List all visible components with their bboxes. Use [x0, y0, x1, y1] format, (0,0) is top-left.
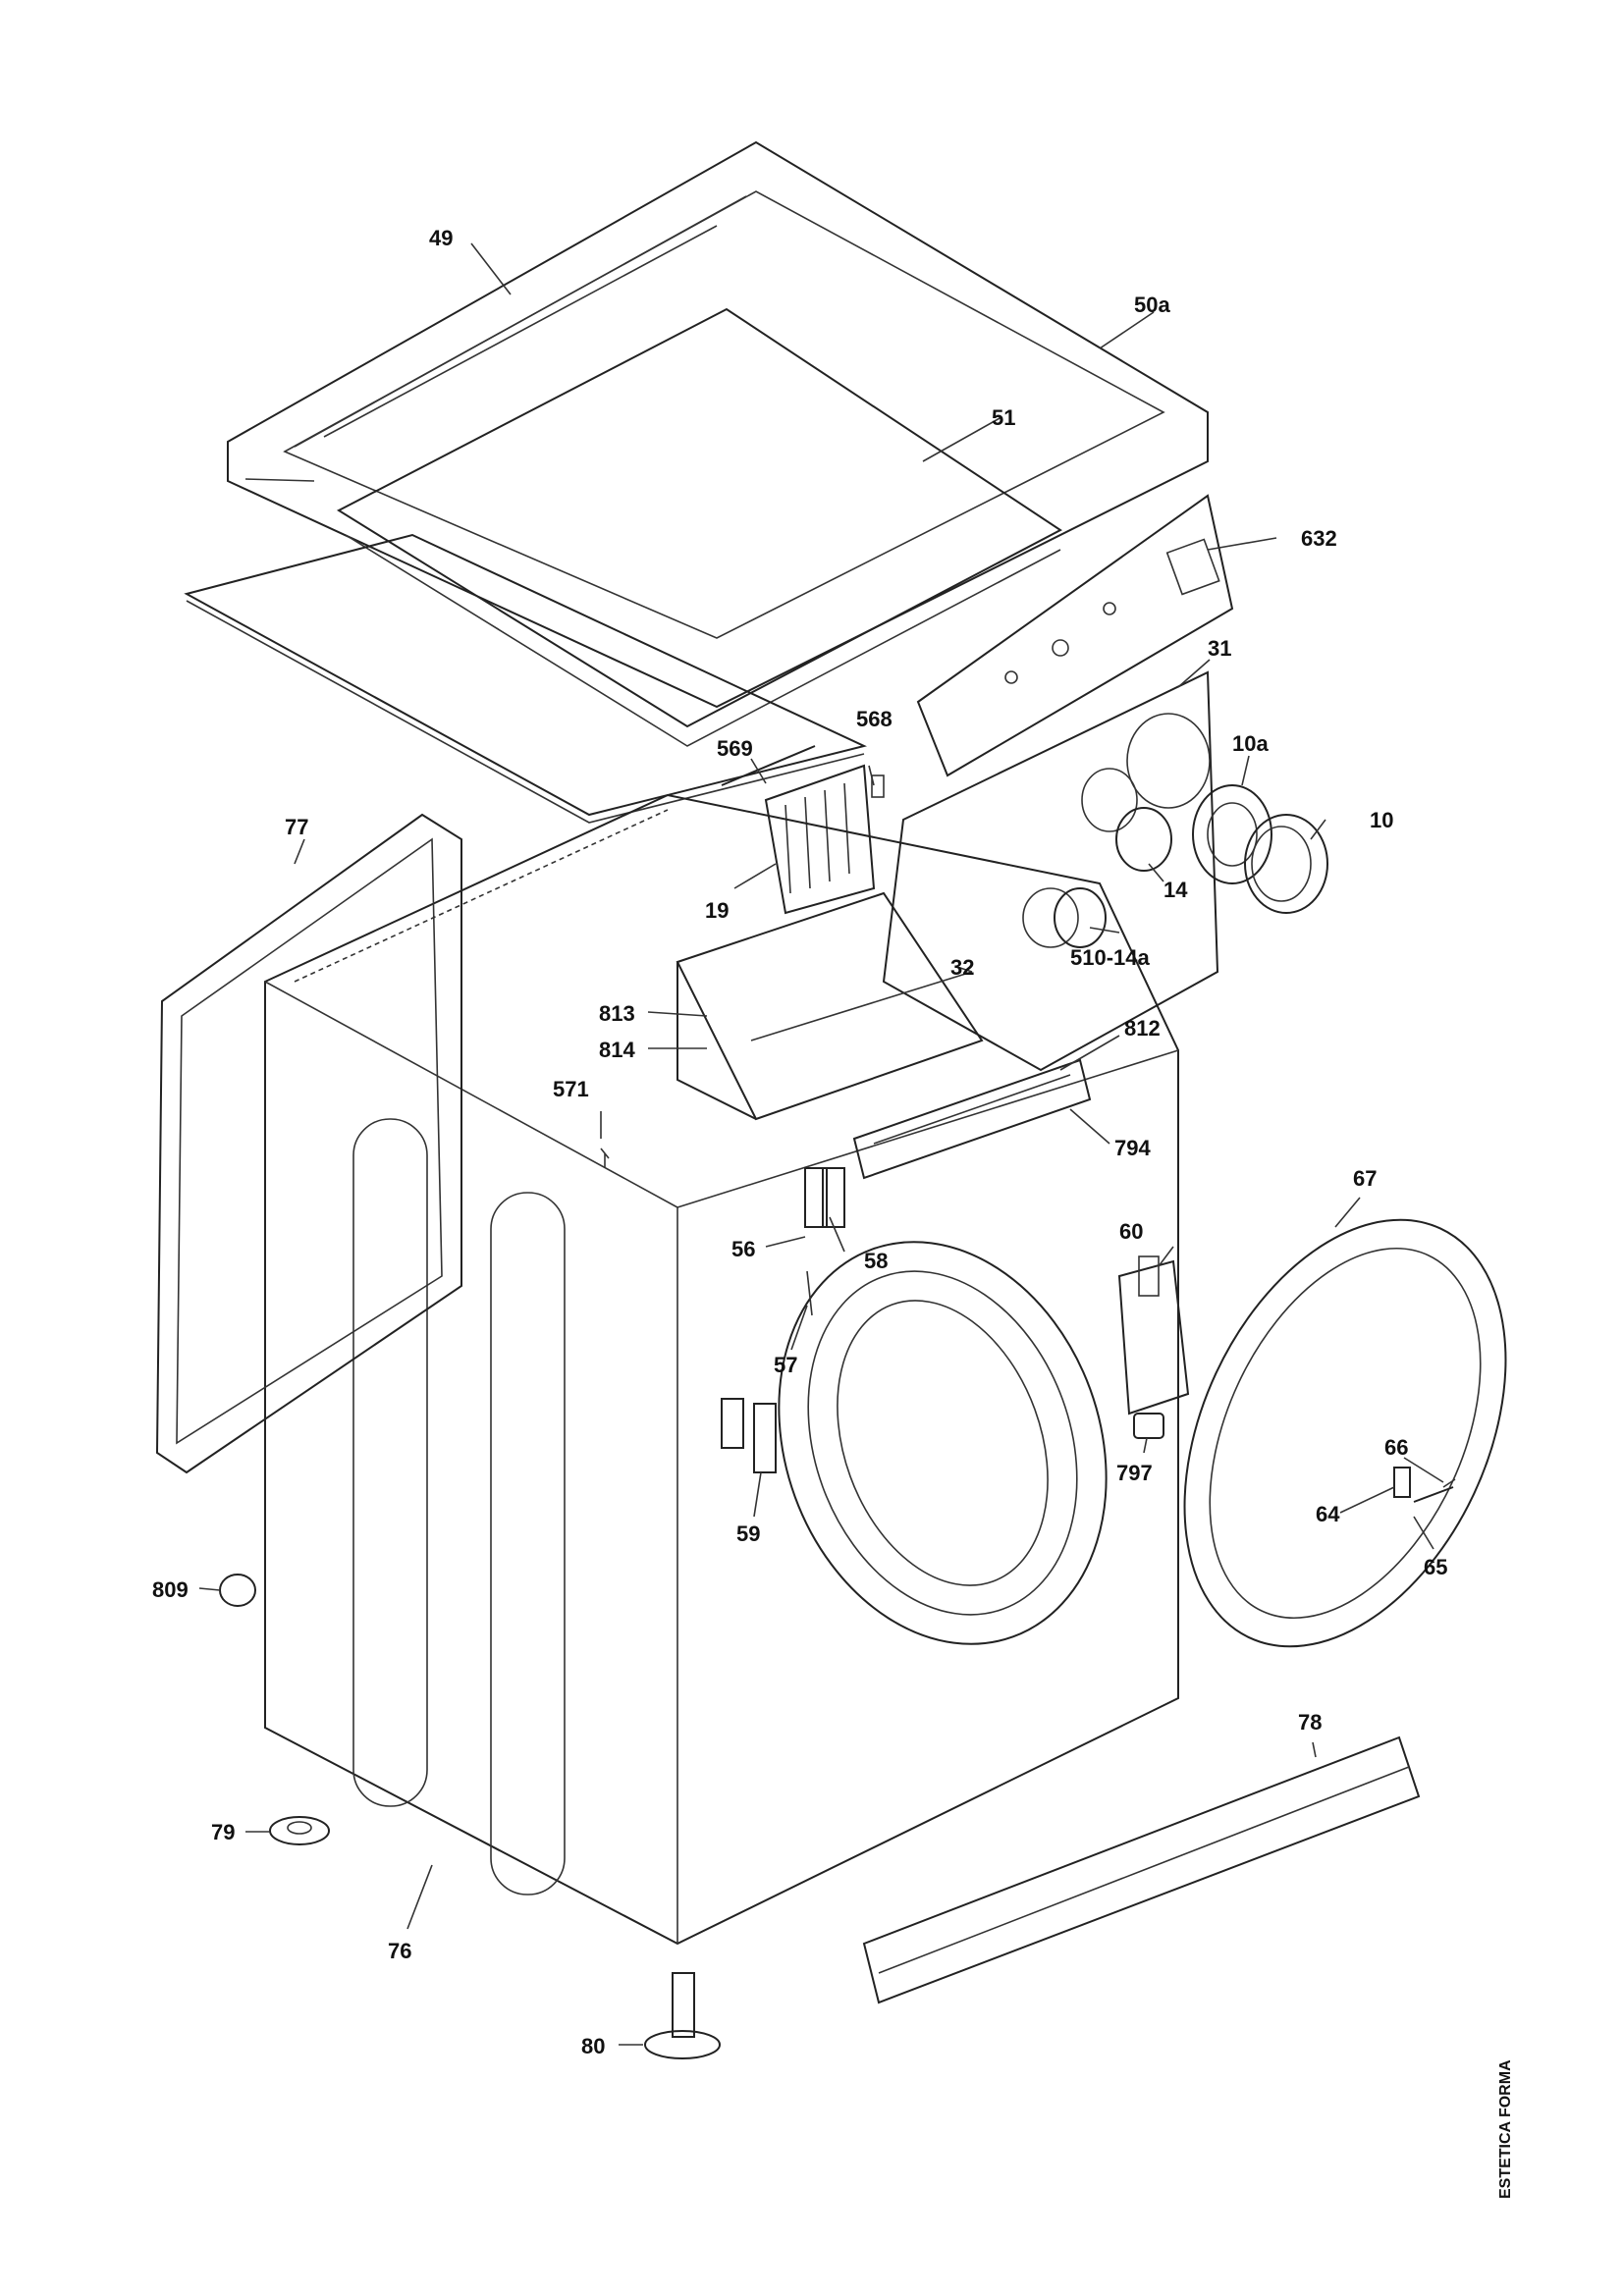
label-19: 19 — [705, 898, 729, 923]
key-block — [721, 745, 885, 915]
label-78: 78 — [1298, 1710, 1322, 1735]
label-813: 813 — [599, 1001, 635, 1026]
top-plate — [184, 533, 867, 824]
label-569: 569 — [717, 736, 753, 761]
detergent-drawer — [676, 891, 984, 1121]
plinth — [862, 1735, 1421, 2004]
label-60: 60 — [1119, 1219, 1143, 1244]
door-porthole — [778, 1241, 1108, 1645]
side-label: ESTETICA FORMA — [1497, 2059, 1514, 2199]
door-ring — [1183, 1218, 1507, 1648]
hinge — [1117, 1255, 1190, 1415]
label-10a: 10a — [1232, 731, 1269, 756]
label-64: 64 — [1316, 1502, 1340, 1526]
label-812: 812 — [1124, 1016, 1161, 1041]
door-lock-parts — [721, 1167, 845, 1473]
label-14: 14 — [1163, 878, 1188, 902]
label-77: 77 — [285, 815, 308, 839]
label-571: 571 — [553, 1077, 589, 1101]
gasket — [155, 813, 462, 1474]
small-parts — [219, 1148, 721, 2059]
label-76: 76 — [388, 1939, 411, 1963]
label-794: 794 — [1114, 1136, 1151, 1160]
rear-bracket — [916, 494, 1234, 777]
label-65: 65 — [1424, 1555, 1447, 1579]
door-latch-parts — [1133, 1413, 1456, 1503]
control-panel — [882, 670, 1219, 1072]
label-49: 49 — [429, 226, 453, 250]
label-32: 32 — [950, 955, 974, 980]
cabinet-body — [264, 793, 1179, 1946]
top-panel-insert — [336, 307, 1062, 747]
label-66: 66 — [1384, 1435, 1408, 1460]
label-632: 632 — [1301, 526, 1337, 551]
label-814: 814 — [599, 1038, 635, 1062]
knobs — [1054, 784, 1328, 948]
label-510-14a: 510-14a — [1070, 945, 1151, 970]
label-58: 58 — [864, 1249, 888, 1273]
part-labels: 49 50a 51 632 31 568 569 10a 10 14 19 77… — [152, 226, 1447, 2058]
label-51: 51 — [992, 405, 1015, 430]
label-56: 56 — [731, 1237, 755, 1261]
top-cover-frame — [227, 140, 1209, 709]
label-809: 809 — [152, 1577, 189, 1602]
label-568: 568 — [856, 707, 893, 731]
label-10: 10 — [1370, 808, 1393, 832]
label-57: 57 — [774, 1353, 797, 1377]
label-31: 31 — [1208, 636, 1231, 661]
label-67: 67 — [1353, 1166, 1377, 1191]
label-50a: 50a — [1134, 293, 1170, 317]
label-79: 79 — [211, 1820, 235, 1844]
filter-plate — [852, 1058, 1092, 1180]
leader-lines — [198, 242, 1444, 2046]
label-80: 80 — [581, 2034, 605, 2058]
label-59: 59 — [736, 1522, 760, 1546]
label-797: 797 — [1116, 1461, 1153, 1485]
